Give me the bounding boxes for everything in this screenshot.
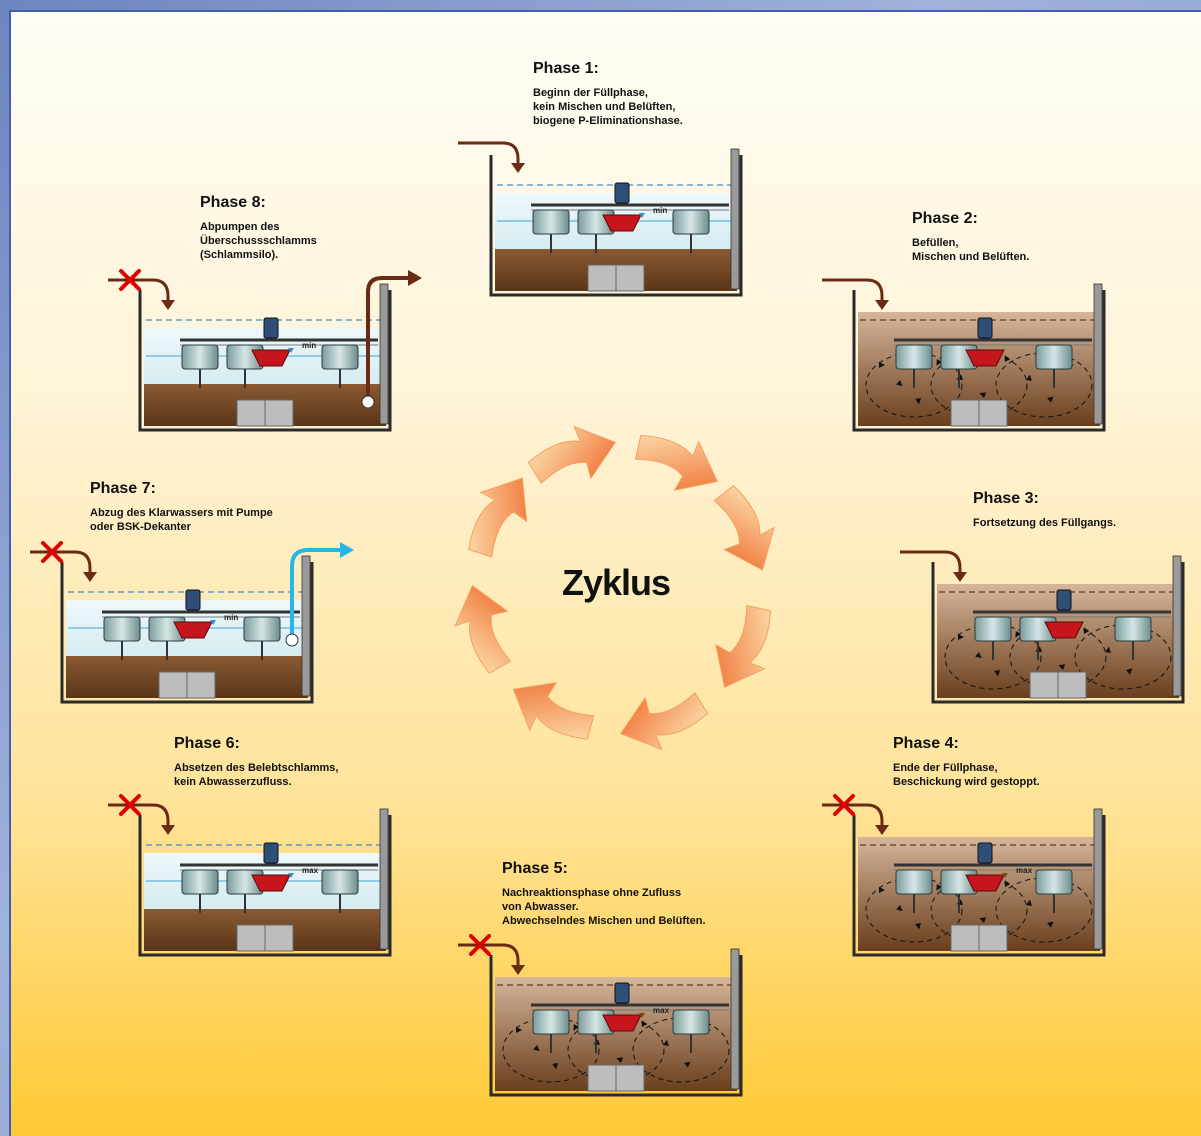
cycle-arrow xyxy=(619,692,709,751)
phase-label-7: Phase 7: Abzug des Klarwassers mit Pumpe … xyxy=(90,480,273,534)
cycle-arrow xyxy=(454,584,512,674)
phase-label-3: Phase 3: Fortsetzung des Füllgangs. xyxy=(973,490,1116,530)
phase-label-4: Phase 4: Ende der Füllphase, Beschickung … xyxy=(893,735,1040,789)
tank-phase-3 xyxy=(900,550,1185,704)
phase-title: Phase 5: xyxy=(502,860,568,877)
phase-title: Phase 1: xyxy=(533,60,599,77)
level-marker: max xyxy=(653,1006,670,1015)
phase-description: Absetzen des Belebtschlamms, kein Abwass… xyxy=(174,762,339,788)
phase-title: Phase 8: xyxy=(200,194,266,211)
tank-phase-4: max xyxy=(822,794,1106,957)
level-marker: min xyxy=(302,341,316,350)
level-marker: max xyxy=(302,866,319,875)
phase-description: Abpumpen des Überschussschlamms (Schlamm… xyxy=(200,221,317,261)
tank-phase-6: max xyxy=(108,794,392,957)
level-marker: max xyxy=(1016,866,1033,875)
phase-label-2: Phase 2: Befüllen, Mischen und Belüften. xyxy=(912,210,1029,264)
phase-title: Phase 4: xyxy=(893,735,959,752)
phase-title: Phase 6: xyxy=(174,735,240,752)
cycle-arrow xyxy=(713,485,775,571)
phase-description: Abzug des Klarwassers mit Pumpe oder BSK… xyxy=(90,507,273,533)
cycle-arrow xyxy=(527,425,617,484)
phase-description: Befüllen, Mischen und Belüften. xyxy=(912,237,1030,263)
tank-phase-5: max xyxy=(458,934,743,1097)
tank-phase-8: min xyxy=(108,269,422,432)
phase-label-8: Phase 8: Abpumpen des Überschussschlamms … xyxy=(200,194,317,262)
phase-label-6: Phase 6: Absetzen des Belebtschlamms, kei… xyxy=(174,735,338,789)
phase-title: Phase 3: xyxy=(973,490,1039,507)
cycle-arrow xyxy=(512,682,595,740)
phase-description: Fortsetzung des Füllgangs. xyxy=(973,517,1117,529)
cycle-title: Zyklus xyxy=(562,562,671,603)
tanks: min max max max min min xyxy=(30,141,1185,1097)
cycle-arrow xyxy=(634,434,718,491)
tank-phase-7: min xyxy=(30,541,354,704)
tank-phase-2 xyxy=(822,278,1106,432)
cycle-arrow xyxy=(468,477,528,558)
phase-label-1: Phase 1: Beginn der Füllphase, kein Misch… xyxy=(533,60,683,128)
phase-label-5: Phase 5: Nachreaktionsphase ohne Zufluss … xyxy=(502,860,706,928)
cycle-arrow xyxy=(715,604,772,688)
phase-description: Ende der Füllphase, Beschickung wird ges… xyxy=(893,762,1040,788)
tank-phase-1: min xyxy=(458,141,743,297)
phase-title: Phase 2: xyxy=(912,210,978,227)
phase-description: Beginn der Füllphase, kein Mischen und B… xyxy=(533,87,683,127)
cycle-arrows xyxy=(454,425,775,751)
phase-title: Phase 7: xyxy=(90,480,156,497)
phase-description: Nachreaktionsphase ohne Zufluss von Abwa… xyxy=(502,887,706,927)
level-marker: min xyxy=(653,206,667,215)
level-marker: min xyxy=(224,613,238,622)
